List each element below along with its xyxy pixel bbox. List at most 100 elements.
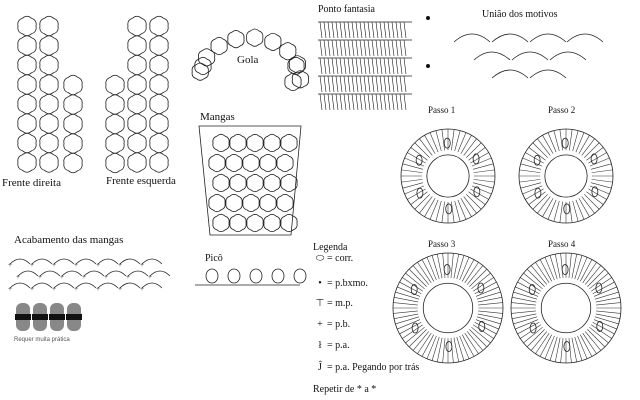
stitch <box>592 321 615 335</box>
stitch <box>463 196 477 214</box>
stitch <box>591 169 613 173</box>
legend-text: = p.b. <box>327 319 351 330</box>
stitch <box>402 182 424 189</box>
motif-arc <box>453 33 491 43</box>
stitch <box>520 277 542 292</box>
stitch <box>535 332 550 354</box>
hexagon-motif <box>208 193 226 213</box>
stitch <box>359 21 363 39</box>
chain-oval <box>477 282 485 294</box>
stitch <box>379 57 383 75</box>
chain-oval <box>529 322 537 334</box>
stitch <box>579 334 593 357</box>
stitch <box>574 255 583 280</box>
chain-oval <box>443 137 451 149</box>
yarn-band <box>49 314 65 320</box>
hexagon-motif <box>17 74 37 95</box>
stitch <box>421 259 435 282</box>
stitch <box>391 93 395 111</box>
chain-arc <box>9 258 31 265</box>
stitch <box>454 130 461 152</box>
picot-loop <box>249 268 263 284</box>
stitch <box>379 93 383 111</box>
hexagon-motif <box>291 70 309 89</box>
stitch <box>347 75 351 93</box>
round-inner <box>544 154 588 198</box>
chain-arc <box>119 258 141 265</box>
stitch <box>547 199 557 220</box>
hexagon-motif <box>17 132 37 154</box>
stitch <box>319 75 323 93</box>
stitch <box>339 21 343 39</box>
stitch <box>379 39 383 57</box>
stitch <box>391 57 395 75</box>
chain-arc <box>119 282 141 289</box>
chain-oval <box>591 186 599 198</box>
hexagon-motif <box>225 153 243 173</box>
stitch <box>581 196 595 214</box>
stitch <box>387 75 391 93</box>
stitch <box>451 201 455 223</box>
stitch <box>319 39 323 57</box>
label-passo-4: Passo 4 <box>548 239 576 249</box>
stitch <box>339 75 343 93</box>
legend-item-pbxmo: •= p.bxmo. <box>313 278 368 289</box>
stitch <box>553 130 560 152</box>
chain-oval <box>596 321 604 332</box>
stitch <box>463 138 477 156</box>
hexagon-motif <box>17 54 37 76</box>
chain-oval <box>443 264 451 275</box>
hexagon-motif <box>127 152 147 173</box>
hexagon-motif <box>39 132 59 154</box>
stitch <box>523 272 543 290</box>
stitch <box>577 257 588 281</box>
stitch <box>331 75 335 93</box>
stitch <box>367 39 371 57</box>
stitch <box>547 132 557 153</box>
chain-arc <box>105 270 127 277</box>
chain-oval <box>445 203 453 215</box>
stitch <box>478 310 503 314</box>
hexagon-motif <box>149 35 169 56</box>
chain-oval <box>563 203 571 215</box>
stitch <box>395 316 420 325</box>
hexagon-motif <box>17 152 37 173</box>
stitch <box>523 326 543 344</box>
stitch <box>472 324 494 339</box>
hexagon-motif <box>276 153 294 173</box>
stitch <box>343 39 347 57</box>
stitch <box>554 337 561 363</box>
stitch <box>417 262 432 284</box>
single-crochet-cross-icon: + <box>16 273 20 281</box>
chain-oval-icon: ⬭ <box>315 253 325 264</box>
stitch <box>391 39 395 57</box>
stitch <box>453 337 460 363</box>
stitch <box>577 335 588 359</box>
stitch <box>383 39 387 57</box>
stitch <box>395 57 399 75</box>
hexagon-motif <box>210 36 228 56</box>
hexagon-motif <box>149 152 169 173</box>
stitch <box>403 93 407 111</box>
stitch <box>359 39 363 57</box>
stitch <box>513 291 538 300</box>
yarn-band <box>15 314 31 320</box>
stitch <box>511 296 537 303</box>
stitch <box>526 329 545 348</box>
hexagon-motif <box>63 113 83 135</box>
stitch <box>387 57 391 75</box>
stitch <box>393 296 419 303</box>
stitch <box>387 39 391 57</box>
motif-arc <box>549 51 587 61</box>
chain-oval <box>595 282 603 294</box>
stitch <box>414 194 430 210</box>
stitch <box>471 326 491 344</box>
stitch <box>549 255 558 280</box>
stitch <box>471 272 491 290</box>
stitch <box>586 191 604 205</box>
stitch <box>431 255 440 280</box>
stitch <box>469 329 488 348</box>
stitch <box>335 93 339 111</box>
chain-arc <box>31 282 53 289</box>
single-crochet-cross-icon: + <box>118 261 122 269</box>
